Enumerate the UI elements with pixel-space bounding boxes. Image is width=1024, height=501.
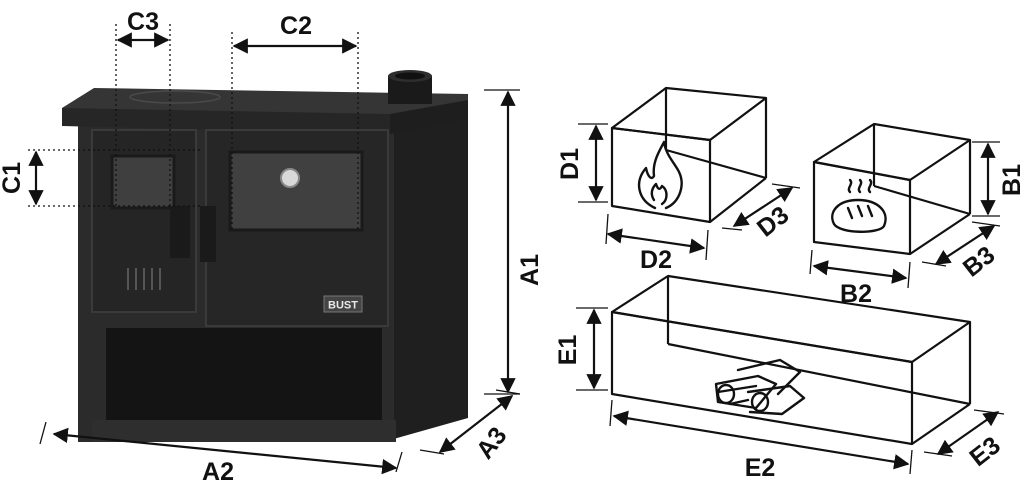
thermometer-dial (280, 168, 300, 188)
label-b1: B1 (998, 164, 1024, 196)
label-e3: E3 (964, 431, 1005, 472)
label-e2: E2 (745, 454, 776, 482)
firebox-volume (610, 86, 768, 224)
label-a1: A1 (516, 254, 544, 286)
stove: BUST (62, 70, 468, 442)
oven-dimensions (809, 141, 1001, 289)
firebox-door (91, 129, 197, 313)
chimney (388, 70, 432, 104)
label-c3: C3 (127, 8, 159, 36)
stove-dimensions (28, 24, 521, 475)
label-e1: E1 (554, 335, 582, 366)
oven-door: BUST (200, 129, 389, 327)
wood-drawer-volume (610, 274, 972, 446)
oven-volume (812, 122, 972, 256)
wood-drawer-dimensions (576, 307, 1005, 475)
label-d2: D2 (640, 246, 672, 274)
label-c2: C2 (280, 12, 312, 40)
bread-icon (831, 178, 887, 233)
label-a3: A3 (471, 422, 513, 464)
label-c1: C1 (0, 162, 26, 194)
label-d3: D3 (752, 201, 794, 243)
label-a2: A2 (202, 458, 234, 486)
brand-badge (323, 295, 363, 313)
label-b3: B3 (958, 241, 1000, 283)
label-d1: D1 (556, 148, 584, 180)
firebox-dimensions (578, 123, 801, 261)
fire-icon (637, 140, 683, 210)
brand-logo: BUST (328, 300, 358, 312)
wood-compartment (106, 328, 382, 420)
